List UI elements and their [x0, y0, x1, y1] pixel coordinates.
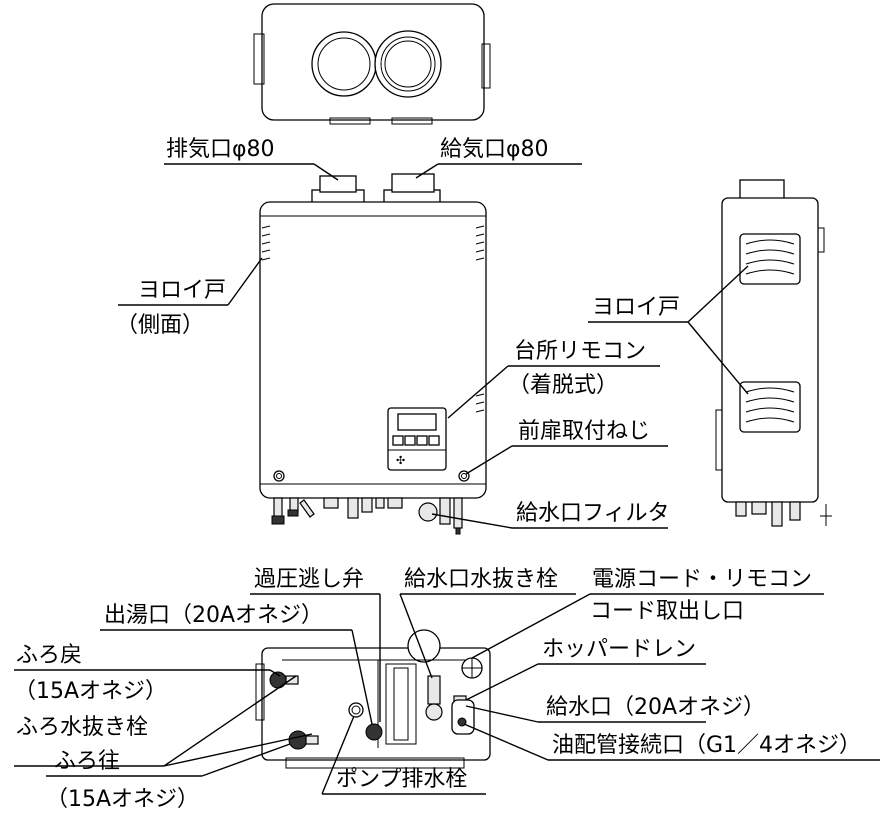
label-louver-door-front: ヨロイ戸 [138, 278, 226, 303]
label-power-cord-outlet-line2: コード取出し口 [590, 599, 744, 624]
label-bath-drain-plug: ふろ水抜き栓 [16, 715, 148, 740]
side-louver-lower [739, 381, 801, 433]
bottom-view [255, 629, 491, 769]
side-bottom-fittings [735, 501, 832, 527]
labels: 排気口φ80 給気口φ80 ヨロイ戸 （側面） 台所リモコン （着脱式） 前扉取… [14, 137, 861, 812]
label-relief-valve: 過圧逃し弁 [254, 567, 364, 592]
front-bottom-fittings [271, 497, 463, 535]
top-view [253, 3, 491, 125]
label-louver-door-side-note: （側面） [116, 313, 204, 338]
label-pump-drain-plug: ポンプ排水栓 [336, 767, 467, 792]
label-water-inlet-drain-plug: 給水口水抜き栓 [404, 567, 558, 592]
label-bath-supply-spec: （15Aオネジ） [46, 787, 199, 812]
label-water-inlet: 給水口（20Aオネジ） [546, 695, 765, 720]
label-water-inlet-filter: 給水口フィルタ [516, 501, 670, 526]
label-front-door-screw: 前扉取付ねじ [518, 419, 650, 444]
label-exhaust-port: 排気口φ80 [166, 137, 275, 162]
front-side-louvers [261, 225, 485, 413]
label-louver-door-side: ヨロイ戸 [592, 295, 680, 320]
label-kitchen-remote: 台所リモコン [514, 339, 646, 364]
front-screw-left [273, 470, 285, 482]
label-power-cord-outlet-line1: 電源コード・リモコン [592, 567, 812, 592]
remote-control-panel: ✣ [387, 407, 447, 471]
front-view: ✣ [259, 173, 487, 535]
remote-symbol: ✣ [396, 454, 405, 467]
side-view [715, 179, 832, 527]
side-louver-upper [739, 233, 801, 285]
label-bath-return-spec: （15Aオネジ） [14, 679, 167, 704]
leader-lines [14, 163, 880, 795]
label-hot-water-outlet: 出湯口（20Aオネジ） [104, 603, 323, 628]
label-hopper-drain: ホッパードレン [542, 637, 696, 662]
label-oil-pipe-connection: 油配管接続口（G1／4オネジ） [552, 733, 861, 758]
label-kitchen-remote-note: （着脱式） [508, 373, 618, 398]
label-intake-port: 給気口φ80 [440, 137, 549, 162]
label-bath-supply: ふろ往 [54, 749, 120, 774]
label-bath-return: ふろ戻 [16, 643, 82, 668]
